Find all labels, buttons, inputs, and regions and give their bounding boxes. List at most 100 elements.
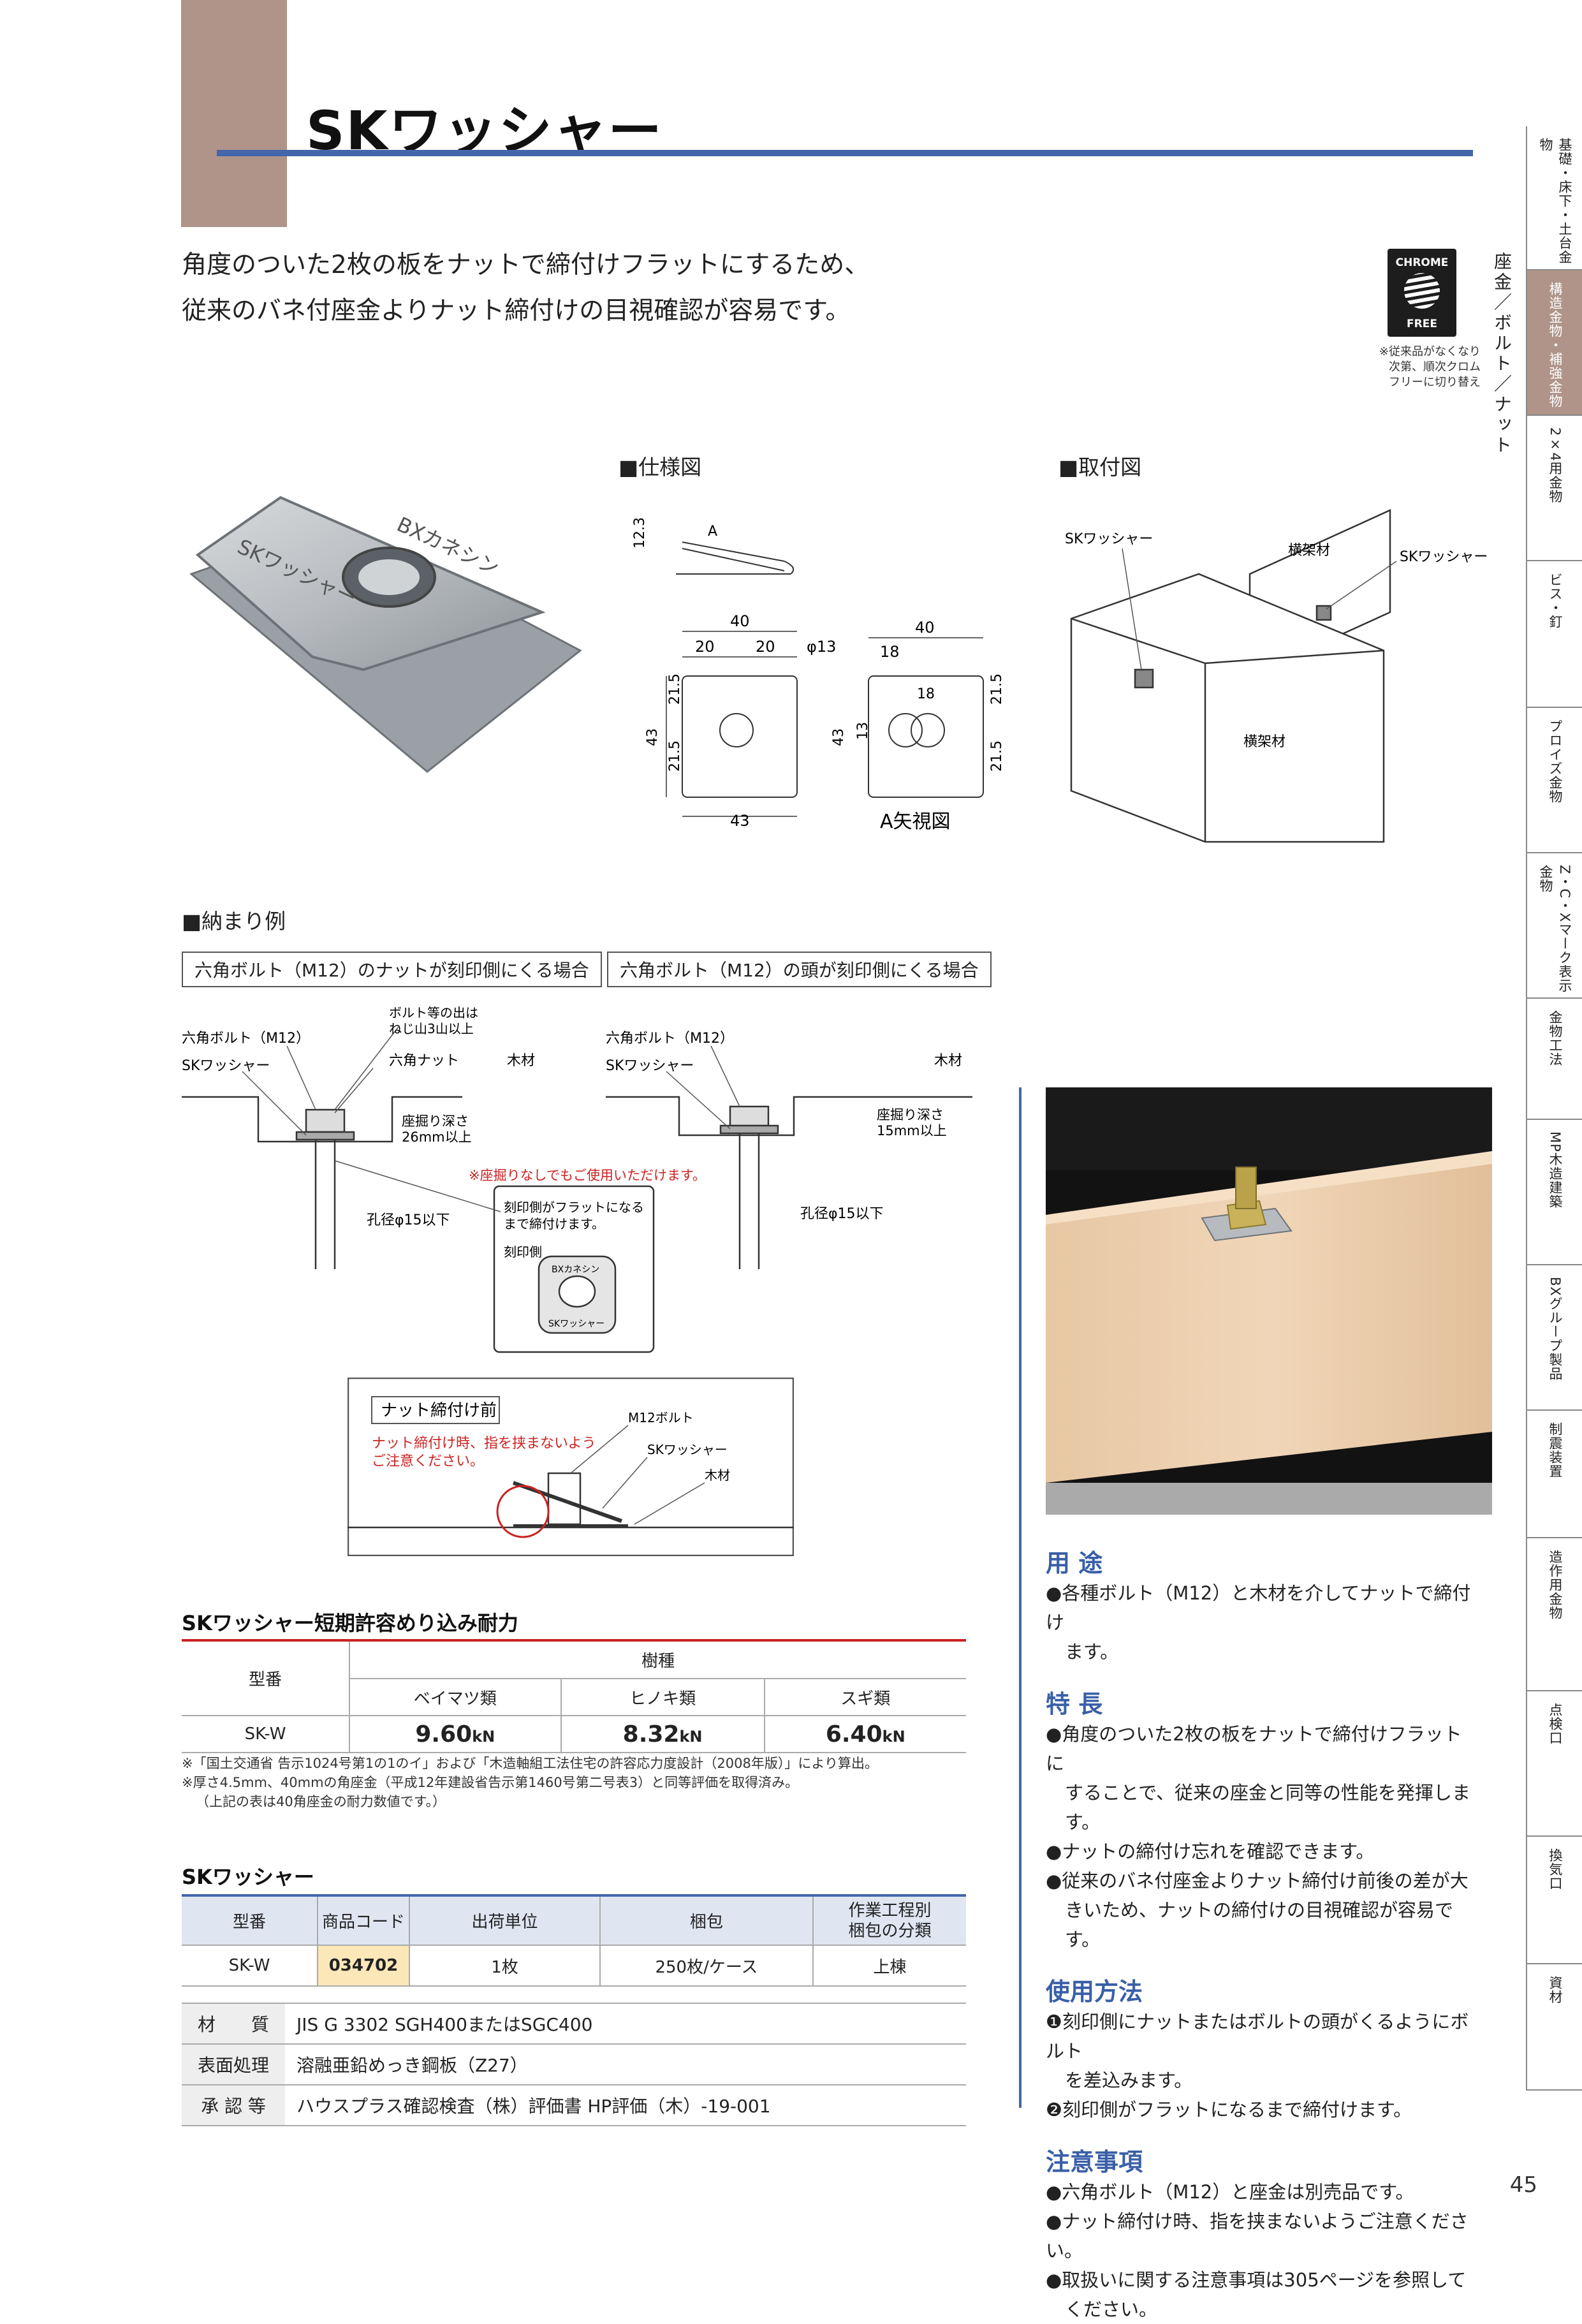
washer-label-2: SKワッシャー: [606, 1058, 694, 1074]
leader-washer-1: [1122, 548, 1142, 670]
product-table-title: SKワッシャー: [182, 1865, 314, 1889]
dim-43-aview: 43: [831, 728, 847, 746]
mount-washer-1: [1134, 668, 1154, 689]
dim-21-5-lower: 21.5: [667, 740, 683, 772]
chrome-note-line: 次第、順次クロム: [1389, 360, 1481, 374]
wood-label-1: 木材: [507, 1053, 535, 1069]
species-sugi: スギ類: [763, 1679, 966, 1716]
leader-thread-1: [334, 1026, 399, 1110]
nut-label: 六角ナット: [389, 1053, 459, 1069]
sidebar-item-label: 制震装置: [1548, 1422, 1563, 1478]
before-wood-label: 木材: [705, 1467, 730, 1483]
sidebar-item-material[interactable]: 資材: [1527, 1964, 1582, 2091]
caution-line: ●六角ボルト（M12）と座金は別売品です。: [1046, 2181, 1414, 2203]
depth1-line2: 26mm以上: [402, 1129, 472, 1145]
brown-title-tab: [181, 0, 287, 227]
leader-bolt-1: [286, 1045, 316, 1110]
product-pack: 250枚/ケース: [599, 1945, 813, 1986]
sidebar-item-inspection[interactable]: 点検口: [1527, 1691, 1582, 1837]
dim-40-aview: 40: [915, 619, 935, 636]
photo-timber-edge: [1046, 1151, 1492, 1225]
depth2-line1: 座掘り深さ: [877, 1107, 944, 1122]
beam-top-edge: [1071, 617, 1206, 665]
before-leader-wood: [634, 1482, 705, 1525]
mount-beam-label-lower: 横架材: [1243, 734, 1285, 750]
feature-line: ●ナットの締付け忘れを確認できます。: [1046, 1841, 1375, 1862]
sidebar-item-mp[interactable]: MP木造建築: [1527, 1120, 1582, 1265]
sidebar-item-foundation[interactable]: 基礎・床下・土台金物: [1527, 126, 1582, 270]
sidebar-item-method[interactable]: 金物工法: [1527, 999, 1582, 1120]
dim-20-left: 20: [695, 638, 715, 656]
mount-drawing: SKワッシャー SKワッシャー 横架材 横架材: [1065, 509, 1488, 843]
a-view-hole: [888, 713, 923, 747]
dim-13: 13: [855, 722, 871, 740]
product-col-unit: 出荷単位: [409, 1895, 600, 1945]
leader-nut-1: [334, 1068, 374, 1114]
sidebar-item-fixture[interactable]: 造作用金物: [1527, 1538, 1582, 1691]
wood-label-2: 木材: [934, 1053, 962, 1069]
product-code: 034702: [317, 1945, 409, 1986]
chrome-ball-icon: [1404, 273, 1440, 309]
wood-surface-2: [606, 1096, 972, 1136]
chrome-label: CHROME: [1395, 256, 1449, 269]
strength-col-model: 型番: [182, 1640, 349, 1716]
chrome-note-line: ※従来品がなくなり: [1379, 345, 1481, 358]
caution-heading: 注意事項: [1046, 2148, 1143, 2176]
strength-note-2: ※厚さ4.5mm、40mmの角座金（平成12年建設省告示第1460号第二号表3）…: [182, 1775, 799, 1790]
stamp-icon-top: BXカネシン: [552, 1265, 599, 1275]
dim-21-5-upper: 21.5: [667, 673, 683, 705]
dim-18-inner: 18: [917, 686, 935, 702]
sidebar-item-damper[interactable]: 制震装置: [1527, 1411, 1582, 1538]
front-view-outline: [682, 675, 798, 798]
product-col-category: 作業工程別梱包の分類: [812, 1895, 966, 1945]
before-washer-label: SKワッシャー: [647, 1442, 728, 1457]
feature-line: きいため、ナットの締付けの目視確認が容易です。: [1065, 1899, 1454, 1950]
sidebar-item-zcx[interactable]: Z・C・Xマーク表示金物: [1527, 853, 1582, 999]
before-leader-washer: [602, 1457, 648, 1509]
sidebar-item-label: 資材: [1548, 1976, 1563, 2004]
spec-drawing-heading: ■仕様図: [619, 455, 702, 480]
lower-beam: [1070, 573, 1385, 843]
product-category: 上棟: [812, 1945, 966, 1986]
sidebar-item-label: Z・C・Xマーク表示金物: [1538, 865, 1572, 993]
before-caution-circle: [496, 1485, 550, 1538]
category-vertical: 座金／ボルト／ナット: [1491, 252, 1512, 456]
fitting-heading: ■納まり例: [182, 909, 286, 934]
right-column-text: 用 途 ●各種ボルト（M12）と木材を介してナットで締付け ます。 特 長 ●角…: [1046, 1543, 1479, 2324]
sidebar-item-structural[interactable]: 構造金物・補強金物: [1527, 270, 1582, 416]
a-view-label: A矢視図: [880, 811, 951, 833]
flat-note-line2: まで締付けます。: [504, 1216, 604, 1232]
sidebar-item-bx[interactable]: BXグループ製品: [1527, 1265, 1582, 1411]
right-column-rule: [1019, 1087, 1022, 2108]
material-spec-table: 材 質 JIS G 3302 SGH400またはSGC400 表面処理 溶融亜鉛…: [182, 2003, 966, 2126]
no-counterbore-note: ※座掘りなしでもご使用いただけます。: [469, 1168, 706, 1183]
caution-line: ください。: [1065, 2298, 1158, 2320]
bolt-label-1: 六角ボルト（M12）: [182, 1031, 310, 1047]
side-plate-top2: [682, 548, 785, 571]
before-bolt: [547, 1472, 582, 1526]
sidebar-item-label: 基礎・床下・土台金物: [1538, 138, 1572, 264]
sidebar-item-prois[interactable]: プロイズ金物: [1527, 708, 1582, 853]
free-label: FREE: [1407, 318, 1437, 330]
stamp-icon-bottom: SKワッシャー: [548, 1319, 604, 1329]
bolt-head-2: [729, 1105, 770, 1127]
fitting-drawing: 六角ボルト（M12） SKワッシャー ボルト等の出は ねじ山3山以上 六角ナット…: [182, 1005, 972, 1353]
sidebar-item-2x4[interactable]: 2×4用金物: [1527, 416, 1582, 561]
depth1-line1: 座掘り深さ: [402, 1114, 469, 1129]
strength-value-sugi: 6.40kN: [763, 1716, 966, 1753]
strength-notes: ※「国土交通省 告示1024号第1の1のイ」および「木造軸組工法住宅の許容応力度…: [182, 1754, 878, 1811]
strength-note-3: （上記の表は40角座金の耐力数値です。）: [196, 1794, 446, 1809]
title-rule: [217, 150, 1473, 156]
sidebar-item-label: MP木造建築: [1548, 1131, 1563, 1209]
before-tilted-plate: [513, 1481, 622, 1523]
feature-line: することで、従来の座金と同等の性能を発揮します。: [1065, 1782, 1470, 1833]
feature-line: ●角度のついた2枚の板をナットで締付けフラットに: [1046, 1723, 1462, 1774]
bolt-hole-inner: [358, 559, 420, 595]
usage-line: ●各種ボルト（M12）と木材を介してナットで締付け: [1046, 1582, 1471, 1633]
product-unit: 1枚: [409, 1945, 600, 1986]
installation-photo: [1046, 1087, 1492, 1515]
sidebar-item-vent[interactable]: 換気口: [1527, 1837, 1582, 1964]
stamp-side-label: 刻印側: [504, 1244, 542, 1260]
sidebar-item-screws[interactable]: ビス・釘: [1527, 561, 1582, 708]
before-bolt-label: M12ボルト: [628, 1410, 694, 1425]
